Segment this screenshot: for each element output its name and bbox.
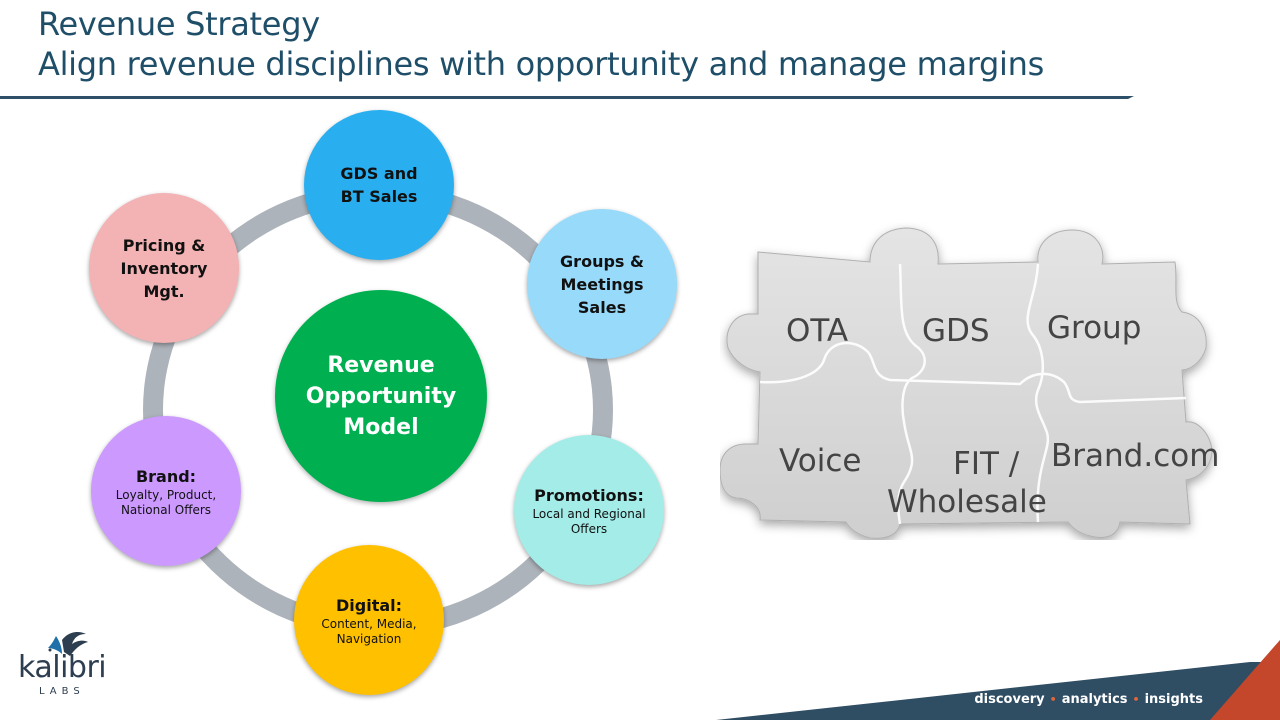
node-digital: Digital: Content, Media, Navigation <box>294 545 444 695</box>
puzzle-piece-brand-com: Brand.com <box>1051 438 1220 474</box>
node-title: Pricing & <box>122 235 206 255</box>
puzzle-piece-ota: OTA <box>786 313 849 349</box>
footer-word-insights: insights <box>1144 692 1203 707</box>
node-title: BT Sales <box>340 187 418 206</box>
title-line-2: Align revenue disciplines with opportuni… <box>38 45 1044 83</box>
slide-title: Revenue Strategy Align revenue disciplin… <box>38 4 1044 84</box>
node-subtitle: Offers <box>570 521 608 536</box>
node-title: Meetings <box>560 274 644 294</box>
node-subtitle: National Offers <box>120 502 212 517</box>
puzzle-graphic <box>720 227 1213 539</box>
puzzle-piece-wholesale: Wholesale <box>887 484 1047 520</box>
node-subtitle: Navigation <box>336 631 402 646</box>
node-groups-meetings-sales: Groups & Meetings Sales <box>527 209 677 359</box>
node-title: Promotions: <box>534 485 644 505</box>
node-promotions: Promotions: Local and Regional Offers <box>514 435 664 585</box>
footer-separator: • <box>1049 693 1057 706</box>
center-line: Model <box>343 414 419 440</box>
footer-word-discovery: discovery <box>974 692 1045 707</box>
puzzle-piece-fit: FIT / <box>953 446 1020 482</box>
center-revenue-opportunity-model: Revenue Opportunity Model <box>275 290 487 502</box>
footer-word-analytics: analytics <box>1061 692 1128 707</box>
node-title: Mgt. <box>143 281 185 301</box>
node-subtitle: Loyalty, Product, <box>115 487 217 502</box>
puzzle-piece-group: Group <box>1047 310 1142 346</box>
node-subtitle: Content, Media, <box>321 616 417 631</box>
logo-subtitle: LABS <box>39 686 85 697</box>
logo-wordmark: kalibri <box>18 650 107 685</box>
kalibri-bird-icon <box>48 632 88 656</box>
node-title: Digital: <box>335 595 403 615</box>
puzzle-seams <box>759 263 1187 525</box>
center-line: Opportunity <box>305 383 457 409</box>
node-title: GDS and <box>340 164 418 183</box>
footer-separator: • <box>1132 693 1140 706</box>
node-title: Sales <box>577 297 627 317</box>
center-line: Revenue <box>327 352 435 378</box>
node-pricing-inventory: Pricing & Inventory Mgt. <box>89 193 239 343</box>
node-title: Groups & <box>560 251 644 271</box>
node-brand: Brand: Loyalty, Product, National Offers <box>91 416 241 566</box>
footer-tagline: discovery • analytics • insights <box>974 692 1203 707</box>
title-line-1: Revenue Strategy <box>38 5 320 43</box>
node-title: Brand: <box>135 466 197 486</box>
title-underline <box>0 96 1134 99</box>
puzzle-piece-voice: Voice <box>779 443 862 479</box>
puzzle-piece-gds: GDS <box>922 313 990 349</box>
node-gds-bt-sales: GDS and BT Sales <box>304 110 454 260</box>
node-title: Inventory <box>120 258 208 278</box>
node-subtitle: Local and Regional <box>532 506 646 521</box>
